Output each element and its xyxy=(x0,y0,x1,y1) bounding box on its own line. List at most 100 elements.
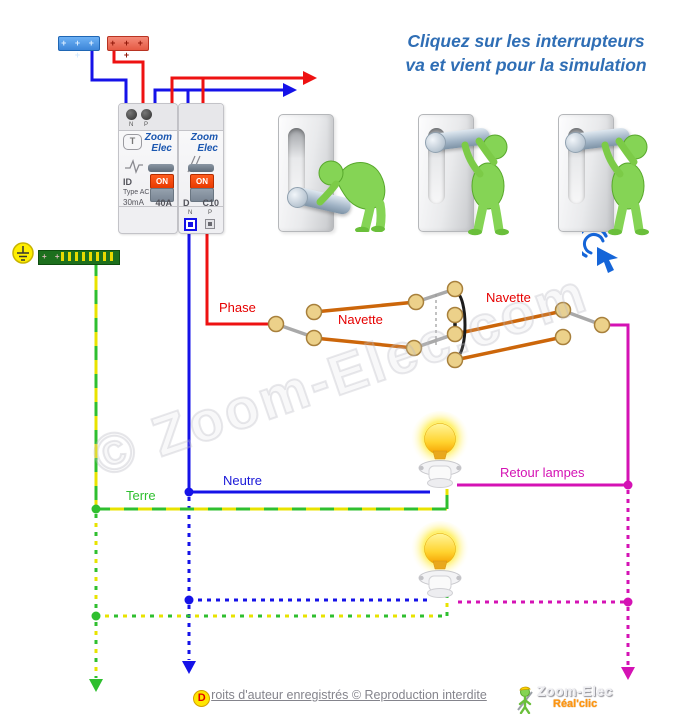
neutral-terminal-strip: + + + + xyxy=(58,36,100,60)
junction-terre-1 xyxy=(91,504,101,514)
navette-lower-right xyxy=(453,335,565,362)
navette-left-label: Navette xyxy=(338,312,383,327)
zoom-elec-logo: Zoom-Elec Réal'clic xyxy=(516,684,613,714)
page-title: Cliquez sur les interrupteurs va et vien… xyxy=(378,30,674,77)
phase-arrow-right-icon xyxy=(303,71,317,85)
click-cursor-icon[interactable] xyxy=(582,232,622,274)
earth-bar-stripes xyxy=(61,252,116,261)
contact-point xyxy=(405,339,423,357)
phase-circuit-wire xyxy=(205,230,268,326)
phase-wires xyxy=(112,49,303,326)
contact-point xyxy=(305,303,323,321)
phase-supply-wire xyxy=(112,49,145,110)
terre-dotted-green xyxy=(94,514,449,678)
phase-terminal-strip: + + + + xyxy=(107,36,149,60)
neutre-circuit-wire xyxy=(187,230,430,494)
contact-point xyxy=(446,351,464,369)
terre-wire-green xyxy=(94,262,449,511)
jumper-outer xyxy=(454,290,467,360)
neutre-arrow-right-icon xyxy=(283,83,297,97)
contact-point xyxy=(446,280,464,298)
neutre-label: Neutre xyxy=(223,473,263,488)
logo-tagline: Réal'clic xyxy=(553,698,598,710)
breaker-lever xyxy=(188,164,214,172)
logo-name: Zoom-Elec xyxy=(537,683,614,699)
contact-point xyxy=(446,325,464,343)
wall-switch-2[interactable] xyxy=(412,110,540,238)
retour-lampes-label: Retour lampes xyxy=(500,465,585,480)
rating-label: C10 xyxy=(202,198,219,208)
title-line2: va et vient pour la simulation xyxy=(405,54,647,75)
crossover-jumpers xyxy=(453,290,467,360)
lamp-1 xyxy=(409,410,471,488)
contact-points xyxy=(267,280,611,369)
wall-switch-3[interactable] xyxy=(552,110,680,238)
c10-breaker: Zoom Elec ON D C10 N P xyxy=(178,103,224,234)
navette-upper-right xyxy=(453,309,565,336)
contact-point xyxy=(305,329,323,347)
phase-output-terminal xyxy=(205,219,215,229)
on-label: ON xyxy=(196,177,208,186)
breaker-bottom-blank xyxy=(119,206,177,233)
junction-neutre-1 xyxy=(184,487,194,497)
contact-point xyxy=(593,316,611,334)
title-line1: Cliquez sur les interrupteurs xyxy=(407,31,645,51)
terminal-p-label: P xyxy=(208,210,213,216)
rating-label: 40A xyxy=(155,198,172,208)
switch-lever-cap[interactable] xyxy=(287,187,308,208)
navette-lower-left xyxy=(312,336,416,350)
breaker-lever xyxy=(148,164,174,172)
pole-label: D xyxy=(183,198,190,208)
earth-terminal-bar: + + xyxy=(38,250,120,265)
breaker-handle-base xyxy=(190,188,214,202)
contact-point xyxy=(554,328,572,346)
switch-slot xyxy=(288,128,305,204)
neutre-supply-wire xyxy=(90,49,128,110)
figure-bending-icon xyxy=(316,160,386,232)
brand-bottom: Elec xyxy=(151,143,172,154)
breaker-top-terminals xyxy=(179,104,223,131)
breaker-top-terminals: N P xyxy=(119,104,177,131)
contact-point xyxy=(446,306,464,324)
sensitivity-label: 30mA xyxy=(123,198,144,207)
differential-on-button[interactable]: ON xyxy=(150,174,174,189)
junction-retour-2 xyxy=(623,597,633,607)
differential-breaker: N P T Zoom Elec ON ID Type AC 30mA 40A xyxy=(118,103,178,234)
logo-text-block: Zoom-Elec Réal'clic xyxy=(537,684,613,711)
junction-retour-1 xyxy=(623,480,633,490)
retour-lampes-dotted xyxy=(458,490,630,666)
terminal-n-label: N xyxy=(129,122,134,128)
brand-label: Zoom Elec xyxy=(191,132,218,154)
junction-terre-2 xyxy=(91,611,101,621)
contact-point xyxy=(267,315,285,333)
neutral-strip-marks: + + + + xyxy=(61,38,97,60)
test-button[interactable]: T xyxy=(123,134,142,150)
neutral-output-terminal xyxy=(184,218,197,231)
phase-label: Phase xyxy=(219,300,256,315)
switch-lever-cap[interactable] xyxy=(565,132,586,153)
copyright-text: roits d'auteur enregistrés © Reproductio… xyxy=(211,688,487,702)
retour-lampes-wires xyxy=(457,323,630,666)
switch-lever-cap[interactable] xyxy=(425,132,446,153)
junction-dots xyxy=(91,480,633,621)
id-label: ID xyxy=(123,177,132,187)
neutre-arrow-down-icon xyxy=(182,661,196,674)
terminal-n-screw xyxy=(126,109,137,120)
on-label: ON xyxy=(156,177,168,186)
terre-dotted-yellow xyxy=(94,514,449,678)
terre-wire-yellow xyxy=(94,262,449,511)
terre-wires xyxy=(94,262,449,678)
type-label: Type AC xyxy=(123,189,150,196)
copyright-initial-badge: D xyxy=(193,690,211,707)
terminal-n-label: N xyxy=(188,210,193,216)
phase-strip-marks: + + + + xyxy=(110,38,146,60)
c10-on-button[interactable]: ON xyxy=(190,174,214,189)
breaker-handle-base xyxy=(150,188,174,202)
brand-top: Zoom xyxy=(144,132,172,143)
wall-switch-1[interactable] xyxy=(272,110,400,238)
navette-upper-left xyxy=(312,300,418,314)
earth-symbol-icon xyxy=(12,242,34,264)
